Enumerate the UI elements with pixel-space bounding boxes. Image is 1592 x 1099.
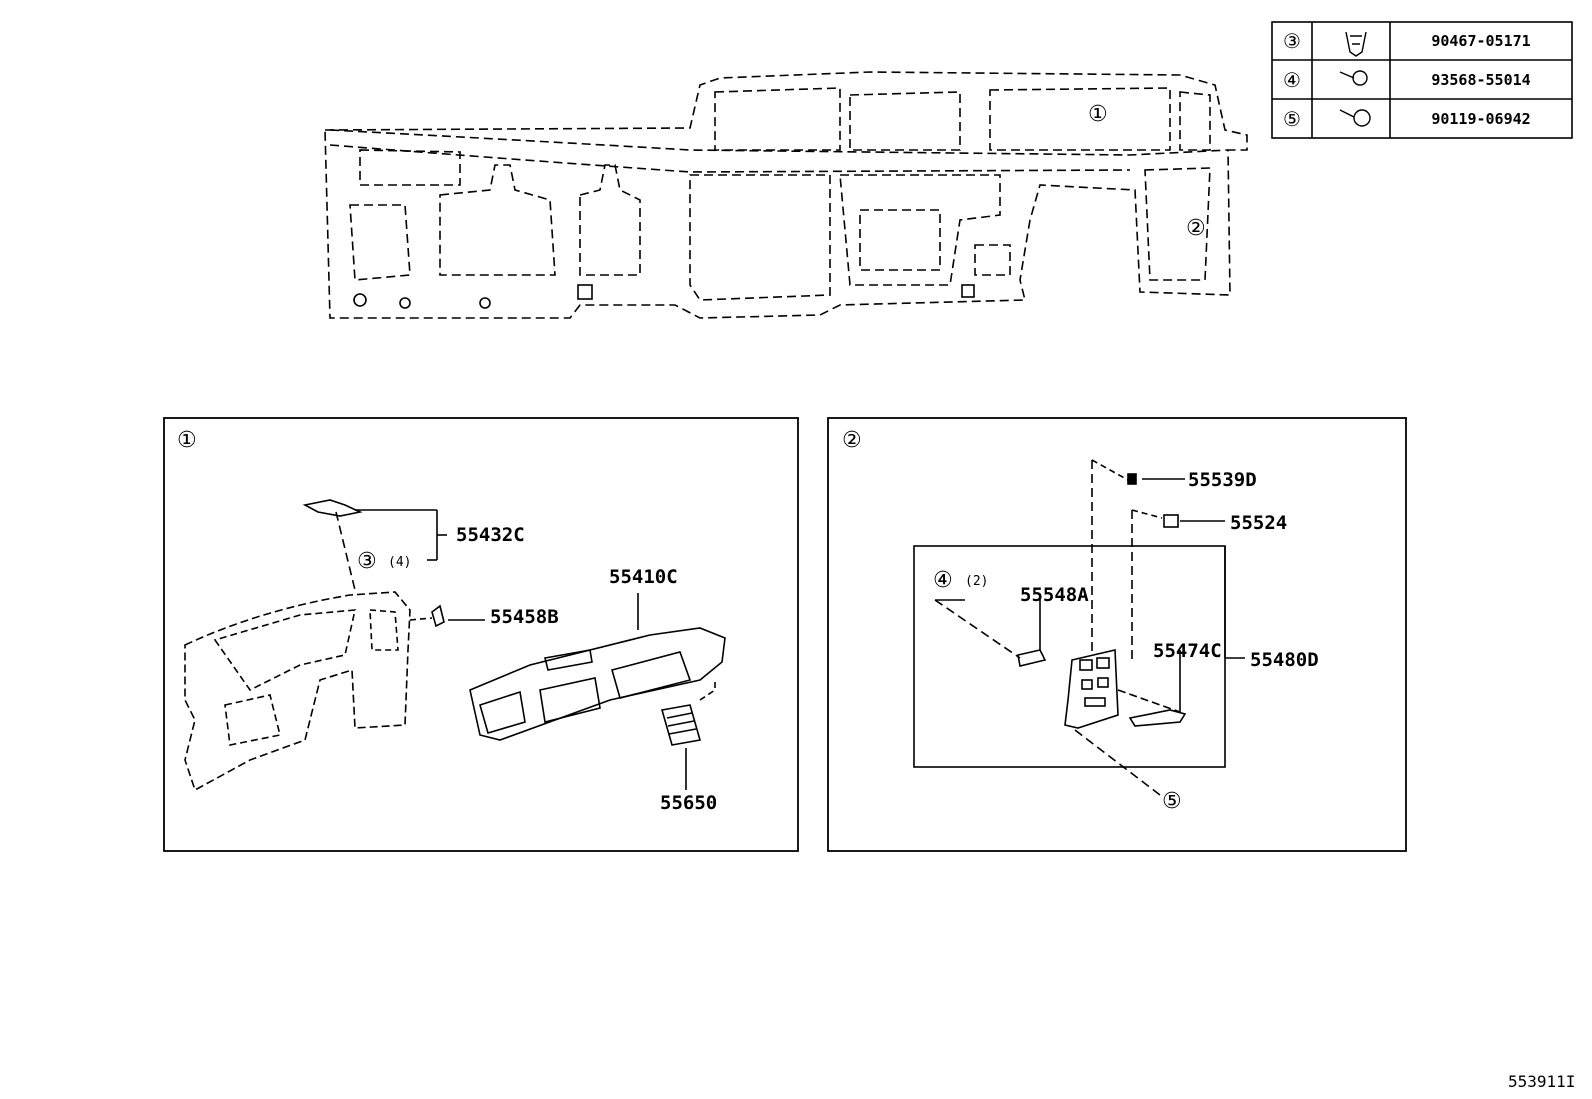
panel-2-screw-ref: ④ <box>933 568 953 593</box>
label-55548a: 55548A <box>1020 584 1089 606</box>
fastener-icons <box>1339 31 1371 127</box>
label-55539d: 55539D <box>1188 469 1257 491</box>
label-55524: 55524 <box>1230 512 1288 534</box>
table-row-1-part: 90467-05171 <box>1390 22 1572 60</box>
label-55480d: 55480D <box>1250 649 1319 671</box>
table-row-3-part: 90119-06942 <box>1390 99 1572 138</box>
panel-1-index: ① <box>177 428 197 453</box>
panel-2-screw-qty: (2) <box>965 574 989 589</box>
overview-callout-1: ① <box>1088 102 1108 127</box>
panel-2-frame <box>827 417 1407 852</box>
panel-1-parts-art <box>184 499 726 792</box>
table-row-2-ref: ④ <box>1272 60 1312 99</box>
label-55410c: 55410C <box>609 566 678 588</box>
table-part-text: 90467-05171 <box>1431 32 1531 50</box>
label-55458b: 55458B <box>490 606 559 628</box>
overview-callout-2: ② <box>1186 216 1206 241</box>
panel-2-index: ② <box>842 428 862 453</box>
table-row-1-ref: ③ <box>1272 22 1312 60</box>
label-55650: 55650 <box>660 792 718 814</box>
table-ref-text: ③ <box>1283 29 1301 53</box>
panel-2-parts-art <box>934 459 1245 796</box>
panel-2-bolt-ref: ⑤ <box>1162 789 1182 814</box>
fastener-table-grid <box>1271 21 1573 139</box>
table-ref-text: ⑤ <box>1283 106 1301 131</box>
panel-1-frame <box>163 417 799 852</box>
table-row-2-part: 93568-55014 <box>1390 60 1572 99</box>
table-row-3-ref: ⑤ <box>1272 99 1312 138</box>
table-part-text: 90119-06942 <box>1431 109 1531 128</box>
label-55432c: 55432C <box>456 524 525 546</box>
panel-1-clip-ref: ③ <box>357 549 377 574</box>
label-55474c: 55474C <box>1153 640 1222 662</box>
panel-1-clip-qty: (4) <box>388 555 412 570</box>
table-part-text: 93568-55014 <box>1431 70 1531 89</box>
dashboard-overview <box>324 71 1248 319</box>
diagram-id: 553911I <box>1508 1072 1576 1091</box>
table-ref-text: ④ <box>1283 67 1301 92</box>
